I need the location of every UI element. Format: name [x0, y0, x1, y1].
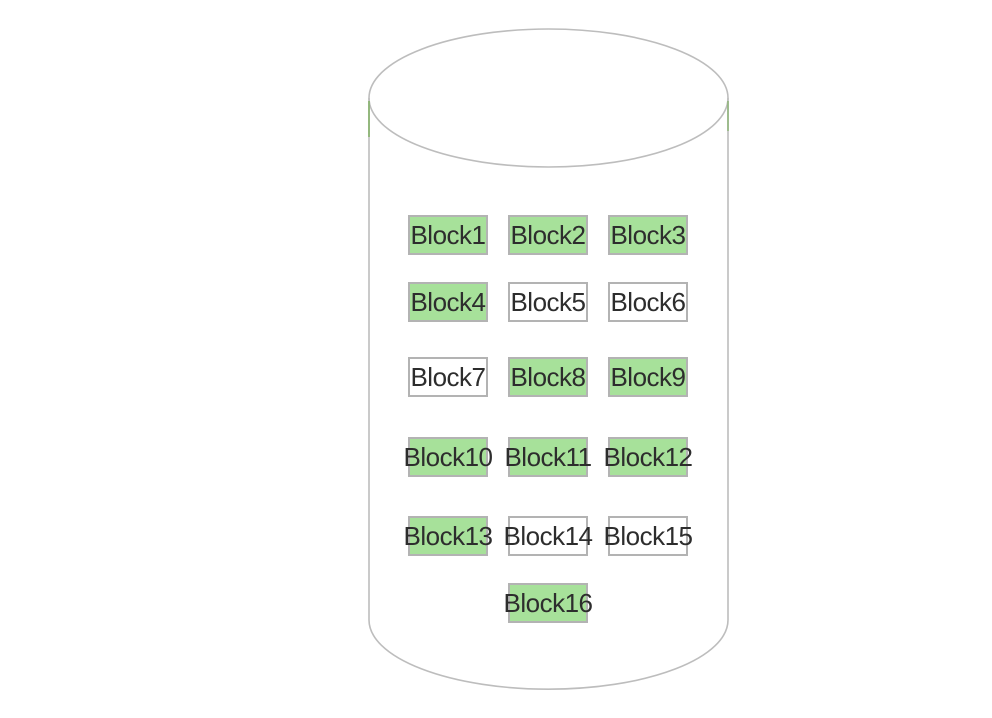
block-16: Block16 — [504, 583, 593, 623]
cylinder-body — [368, 98, 729, 690]
block-2: Block2 — [508, 215, 588, 255]
block-9: Block9 — [608, 357, 688, 397]
block-15: Block15 — [604, 516, 693, 556]
block-10: Block10 — [404, 437, 493, 477]
block-11: Block11 — [504, 437, 592, 477]
block-13: Block13 — [404, 516, 493, 556]
block-6: Block6 — [608, 282, 688, 322]
block-3: Block3 — [608, 215, 688, 255]
block-4: Block4 — [408, 282, 488, 322]
block-7: Block7 — [408, 357, 488, 397]
block-8: Block8 — [508, 357, 588, 397]
block-1: Block1 — [408, 215, 488, 255]
cylinder-shape — [368, 28, 729, 690]
block-12: Block12 — [604, 437, 693, 477]
block-14: Block14 — [504, 516, 593, 556]
block-5: Block5 — [508, 282, 588, 322]
cylinder-top-ellipse — [368, 28, 729, 168]
